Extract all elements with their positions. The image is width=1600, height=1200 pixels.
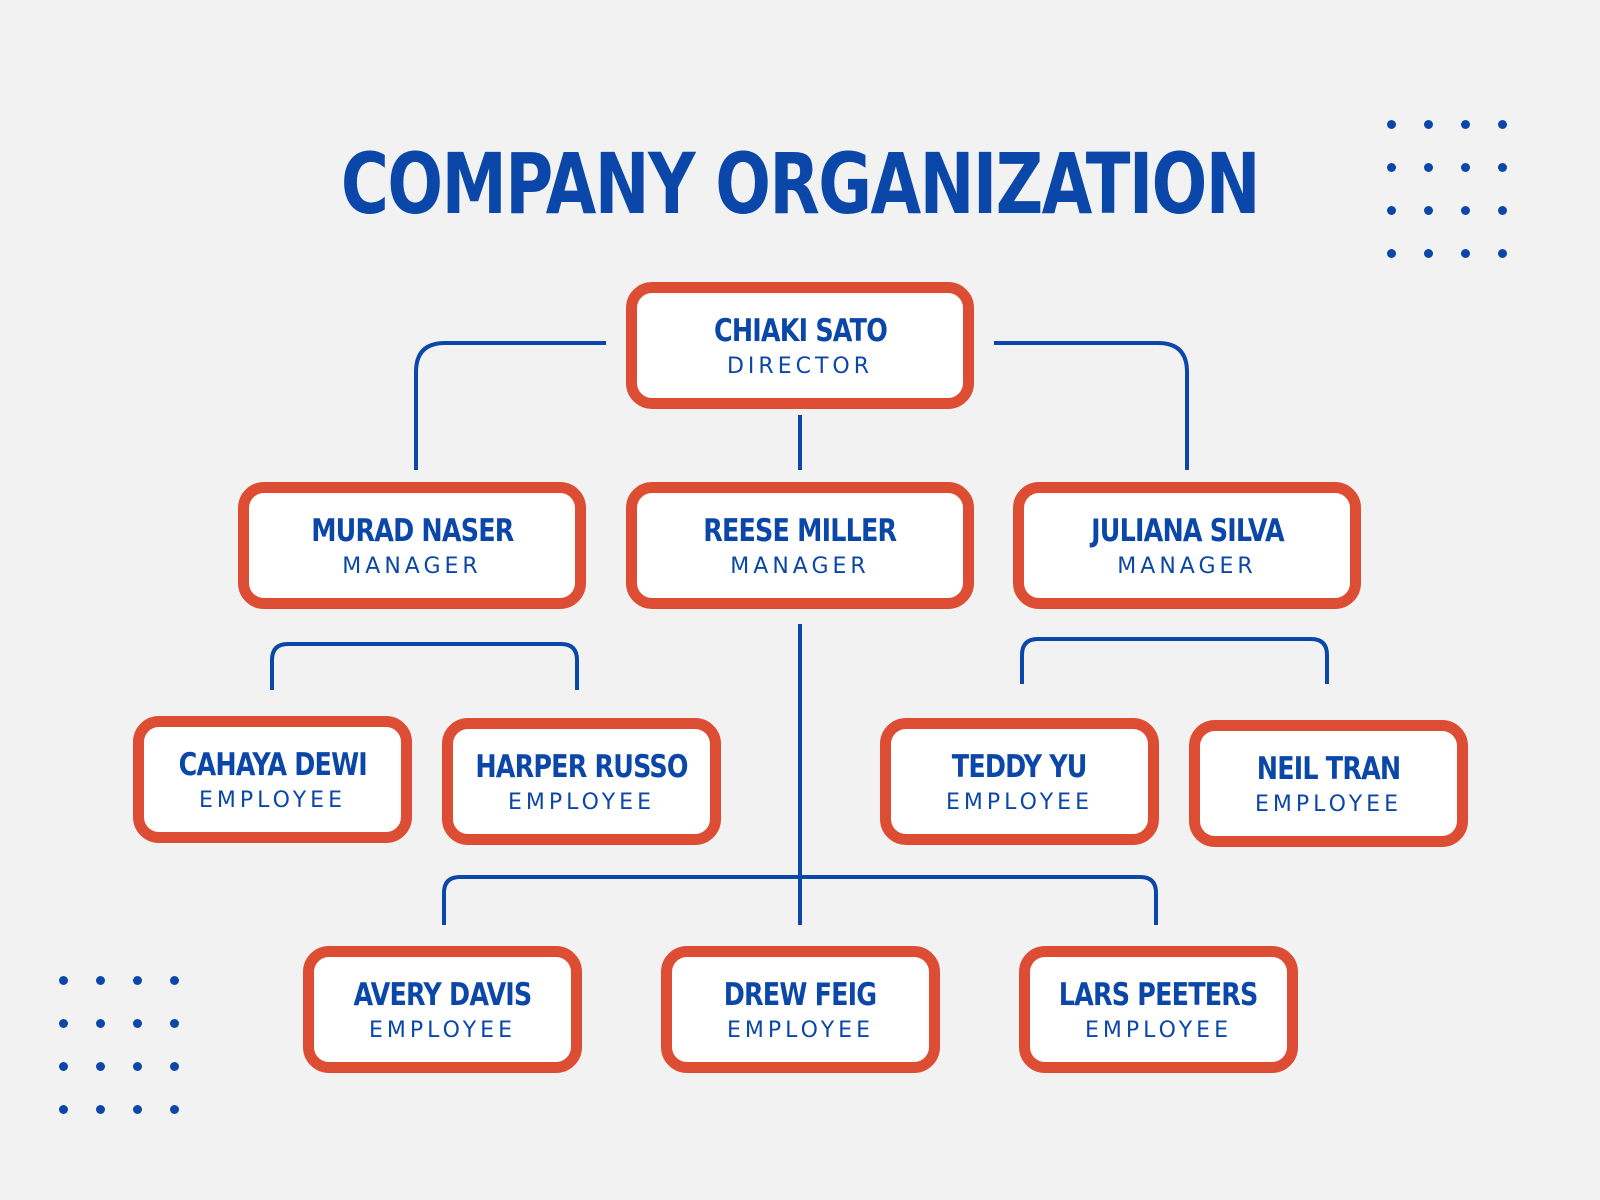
page-title: COMPANY ORGANIZATION — [340, 135, 1261, 233]
org-node-director: CHIAKI SATO DIRECTOR — [626, 282, 974, 409]
org-node-employee-neil: NEIL TRAN EMPLOYEE — [1189, 720, 1468, 847]
node-role: EMPLOYEE — [1085, 1017, 1232, 1043]
decorative-dot — [59, 1062, 68, 1071]
node-role: MANAGER — [342, 553, 482, 579]
decorative-dot — [59, 976, 68, 985]
org-node-manager-reese: REESE MILLER MANAGER — [626, 482, 974, 609]
org-node-employee-avery: AVERY DAVIS EMPLOYEE — [303, 946, 582, 1073]
decorative-dot — [1387, 206, 1396, 215]
decorative-dot — [1387, 163, 1396, 172]
decorative-dot — [1498, 249, 1507, 258]
decorative-dot — [1498, 163, 1507, 172]
connector-murad-to-employees — [270, 642, 579, 690]
node-name: CAHAYA DEWI — [178, 746, 367, 783]
connector-juliana-to-employees — [1020, 637, 1329, 684]
decorative-dot — [96, 1019, 105, 1028]
org-node-employee-harper: HARPER RUSSO EMPLOYEE — [442, 718, 721, 845]
decorative-dot — [170, 1105, 179, 1114]
decorative-dot — [59, 1019, 68, 1028]
decorative-dot — [1387, 249, 1396, 258]
decorative-dot — [133, 1105, 142, 1114]
decorative-dot — [96, 976, 105, 985]
node-name: JULIANA SILVA — [1090, 512, 1284, 549]
decorative-dot — [1461, 120, 1470, 129]
node-role: EMPLOYEE — [946, 789, 1093, 815]
node-name: CHIAKI SATO — [713, 312, 887, 349]
decorative-dot — [1461, 163, 1470, 172]
node-name: REESE MILLER — [703, 512, 897, 549]
decorative-dot — [133, 976, 142, 985]
connector-director-to-murad — [414, 341, 606, 470]
node-name: LARS PEETERS — [1059, 976, 1259, 1013]
node-role: EMPLOYEE — [508, 789, 655, 815]
node-role: EMPLOYEE — [1255, 791, 1402, 817]
decorative-dot — [1387, 120, 1396, 129]
decorative-dot — [1498, 120, 1507, 129]
node-name: HARPER RUSSO — [475, 748, 688, 785]
node-role: EMPLOYEE — [199, 787, 346, 813]
decorative-dot — [170, 1062, 179, 1071]
node-role: EMPLOYEE — [727, 1017, 874, 1043]
decorative-dot — [1424, 249, 1433, 258]
decorative-dot — [133, 1062, 142, 1071]
org-node-manager-juliana: JULIANA SILVA MANAGER — [1013, 482, 1361, 609]
connector-director-to-juliana — [994, 341, 1189, 470]
decorative-dot — [96, 1062, 105, 1071]
decorative-dot — [1461, 249, 1470, 258]
org-node-manager-murad: MURAD NASER MANAGER — [238, 482, 586, 609]
decorative-dot — [1461, 206, 1470, 215]
decorative-dot — [96, 1105, 105, 1114]
decorative-dot — [170, 976, 179, 985]
org-node-employee-cahaya: CAHAYA DEWI EMPLOYEE — [133, 716, 412, 843]
connector-reese-to-employees — [442, 875, 1158, 925]
decorative-dot — [1424, 163, 1433, 172]
node-name: MURAD NASER — [310, 512, 514, 549]
decorative-dot — [170, 1019, 179, 1028]
node-role: MANAGER — [730, 553, 870, 579]
node-name: NEIL TRAN — [1256, 750, 1401, 787]
node-role: MANAGER — [1117, 553, 1257, 579]
org-node-employee-drew: DREW FEIG EMPLOYEE — [661, 946, 940, 1073]
node-role: DIRECTOR — [726, 353, 874, 379]
decorative-dot — [1424, 206, 1433, 215]
org-node-employee-teddy: TEDDY YU EMPLOYEE — [880, 718, 1159, 845]
decorative-dot — [133, 1019, 142, 1028]
node-name: DREW FEIG — [724, 976, 877, 1013]
decorative-dot — [59, 1105, 68, 1114]
decorative-dot — [1498, 206, 1507, 215]
decorative-dot — [1424, 120, 1433, 129]
node-role: EMPLOYEE — [369, 1017, 516, 1043]
node-name: TEDDY YU — [952, 748, 1088, 785]
node-name: AVERY DAVIS — [353, 976, 533, 1013]
org-node-employee-lars: LARS PEETERS EMPLOYEE — [1019, 946, 1298, 1073]
